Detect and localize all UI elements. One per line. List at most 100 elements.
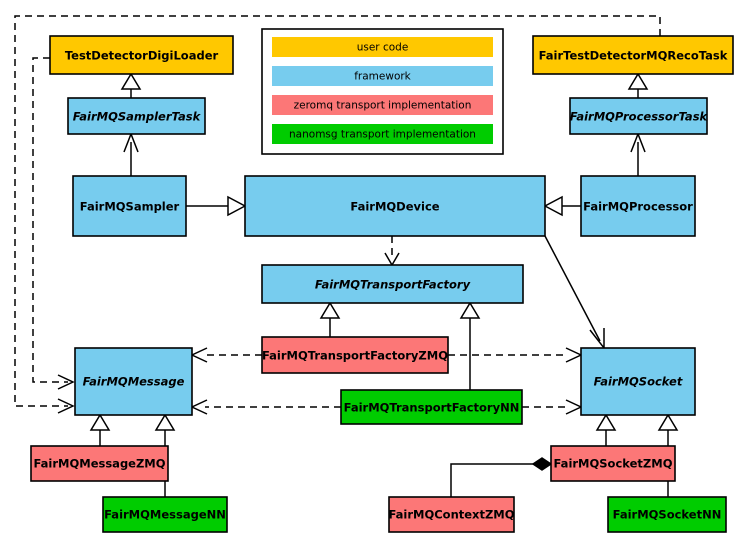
arrowhead-hollow-triangle [459, 301, 481, 319]
node-fairmqsocketzmq[interactable]: FairMQSocketZMQ [550, 445, 676, 482]
edge-transportfactoryzmq-to-message [190, 347, 262, 363]
node-fairmqsocket[interactable]: FairMQSocket [580, 347, 696, 416]
legend-label-nanomsg: nanomsg transport implementation [289, 129, 476, 141]
node-label-fairmqdevice: FairMQDevice [350, 200, 439, 214]
legend-label-zeromq: zeromq transport implementation [294, 100, 472, 112]
edge-line [450, 463, 534, 497]
node-label-fairtestdetectormqrecotask: FairTestDetectorMQRecoTask [539, 49, 728, 63]
node-fairmqprocessor[interactable]: FairMQProcessor [580, 175, 696, 237]
edge-group-long-dependencies [14, 15, 661, 414]
node-box[interactable] [580, 347, 696, 416]
edge-device-to-transportfactory [384, 236, 400, 267]
arrowhead-open-digiloader-to-message [57, 374, 75, 390]
arrowhead-filled-diamond [531, 457, 553, 471]
node-box[interactable] [388, 496, 515, 533]
arrowhead-open [190, 399, 208, 415]
edge-transportfactoryzmq-to-socket [448, 347, 583, 363]
arrowhead-open [565, 347, 583, 363]
node-label-fairmqmessagezmq: FairMQMessageZMQ [33, 457, 165, 471]
node-box[interactable] [532, 35, 734, 75]
node-box[interactable] [74, 347, 193, 416]
edge-device-to-socket [544, 235, 605, 351]
node-label-fairmqtransportfactory: FairMQTransportFactory [315, 278, 471, 292]
edge-socketzmq-to-socket [595, 413, 617, 446]
edge-processor-to-device [543, 195, 581, 217]
node-box[interactable] [550, 445, 676, 482]
node-label-fairmqsocket: FairMQSocket [594, 375, 683, 389]
arrowhead-open-recotask-to-message [57, 398, 75, 414]
node-fairtestdetectormqrecotask[interactable]: FairTestDetectorMQRecoTask [532, 35, 734, 75]
node-box[interactable] [261, 264, 524, 304]
edge-transportfactoryzmq-to-transportfactory [319, 301, 341, 337]
edge-recotask-to-message [14, 15, 661, 407]
node-box[interactable] [261, 336, 449, 374]
legend-swatch-zeromq [272, 95, 493, 115]
node-label-fairmqcontextzmq: FairMQContextZMQ [388, 508, 514, 522]
node-box[interactable] [580, 175, 696, 237]
edge-processor-to-processortask [630, 131, 646, 176]
arrowhead-hollow-triangle [89, 413, 111, 431]
node-fairmqdevice[interactable]: FairMQDevice [244, 175, 546, 237]
arrowhead-hollow-triangle [227, 195, 247, 217]
node-label-fairmqtransportfactorynn: FairMQTransportFactoryNN [344, 401, 520, 415]
node-label-fairmqprocessortask: FairMQProcessorTask [570, 110, 709, 124]
node-box[interactable] [30, 445, 169, 482]
node-label-fairmqsocketzmq: FairMQSocketZMQ [554, 457, 673, 471]
node-fairmqsampler[interactable]: FairMQSampler [72, 175, 187, 237]
legend-label-user-code: user code [357, 42, 409, 54]
edge-processortask-to-recotask [627, 72, 649, 98]
node-box[interactable] [72, 175, 187, 237]
node-fairmqmessage[interactable]: FairMQMessage [74, 347, 193, 416]
arrowhead-hollow-triangle [154, 413, 176, 431]
node-label-fairmqsocketnn: FairMQSocketNN [613, 508, 722, 522]
node-fairmqcontextzmq[interactable]: FairMQContextZMQ [388, 496, 515, 533]
node-label-fairmqtransportfactoryzmq: FairMQTransportFactoryZMQ [262, 349, 448, 363]
node-box[interactable] [102, 496, 228, 533]
node-fairmqmessagezmq[interactable]: FairMQMessageZMQ [30, 445, 169, 482]
arrowhead-hollow-triangle [120, 72, 142, 90]
node-fairmqsocketnn[interactable]: FairMQSocketNN [607, 496, 727, 533]
node-label-fairmqmessagenn: FairMQMessageNN [104, 508, 226, 522]
node-label-testdetectordigiloader: TestDetectorDigiLoader [65, 49, 219, 63]
arrowhead-hollow-triangle [657, 413, 679, 431]
edge-samplertask-to-digiloader [120, 72, 142, 98]
node-box[interactable] [244, 175, 546, 237]
legend-item-nanomsg: nanomsg transport implementation [272, 124, 493, 144]
arrowhead-hollow-triangle [319, 301, 341, 319]
legend-item-framework: framework [272, 66, 493, 86]
edge-messagezmq-to-message [89, 413, 111, 446]
node-fairmqtransportfactory[interactable]: FairMQTransportFactory [261, 264, 524, 304]
edge-sampler-to-device [186, 195, 247, 217]
node-label-fairmqsampler: FairMQSampler [80, 200, 180, 214]
edge-digiloader-to-message [32, 57, 68, 383]
nodes-layer: TestDetectorDigiLoader FairTestDetectorM… [30, 35, 734, 533]
legend-swatch-nanomsg [272, 124, 493, 144]
edge-contextzmq-to-socketzmq [450, 457, 553, 497]
node-fairmqprocessortask[interactable]: FairMQProcessorTask [569, 97, 709, 135]
arrowhead-open [565, 399, 583, 415]
edge-transportfactorynn-to-socket [522, 399, 583, 415]
edge-line [544, 235, 601, 342]
node-fairmqtransportfactorynn[interactable]: FairMQTransportFactoryNN [340, 389, 523, 425]
legend: user code framework zeromq transport imp… [261, 28, 504, 155]
node-box[interactable] [67, 97, 206, 135]
edge-transportfactorynn-to-transportfactory [459, 301, 481, 390]
legend-swatch-user-code [272, 37, 493, 57]
arrowhead-open [190, 347, 208, 363]
legend-label-framework: framework [354, 71, 411, 83]
legend-item-user-code: user code [272, 37, 493, 57]
node-fairmqmessagenn[interactable]: FairMQMessageNN [102, 496, 228, 533]
node-box[interactable] [340, 389, 523, 425]
node-testdetectordigiloader[interactable]: TestDetectorDigiLoader [49, 35, 234, 75]
node-box[interactable] [569, 97, 708, 135]
node-label-fairmqsamplertask: FairMQSamplerTask [73, 110, 202, 124]
node-box[interactable] [607, 496, 727, 533]
legend-item-zeromq: zeromq transport implementation [272, 95, 493, 115]
legend-swatch-framework [272, 66, 493, 86]
node-box[interactable] [49, 35, 234, 75]
node-label-fairmqprocessor: FairMQProcessor [583, 200, 693, 214]
node-fairmqsamplertask[interactable]: FairMQSamplerTask [67, 97, 206, 135]
node-fairmqtransportfactoryzmq[interactable]: FairMQTransportFactoryZMQ [261, 336, 449, 374]
